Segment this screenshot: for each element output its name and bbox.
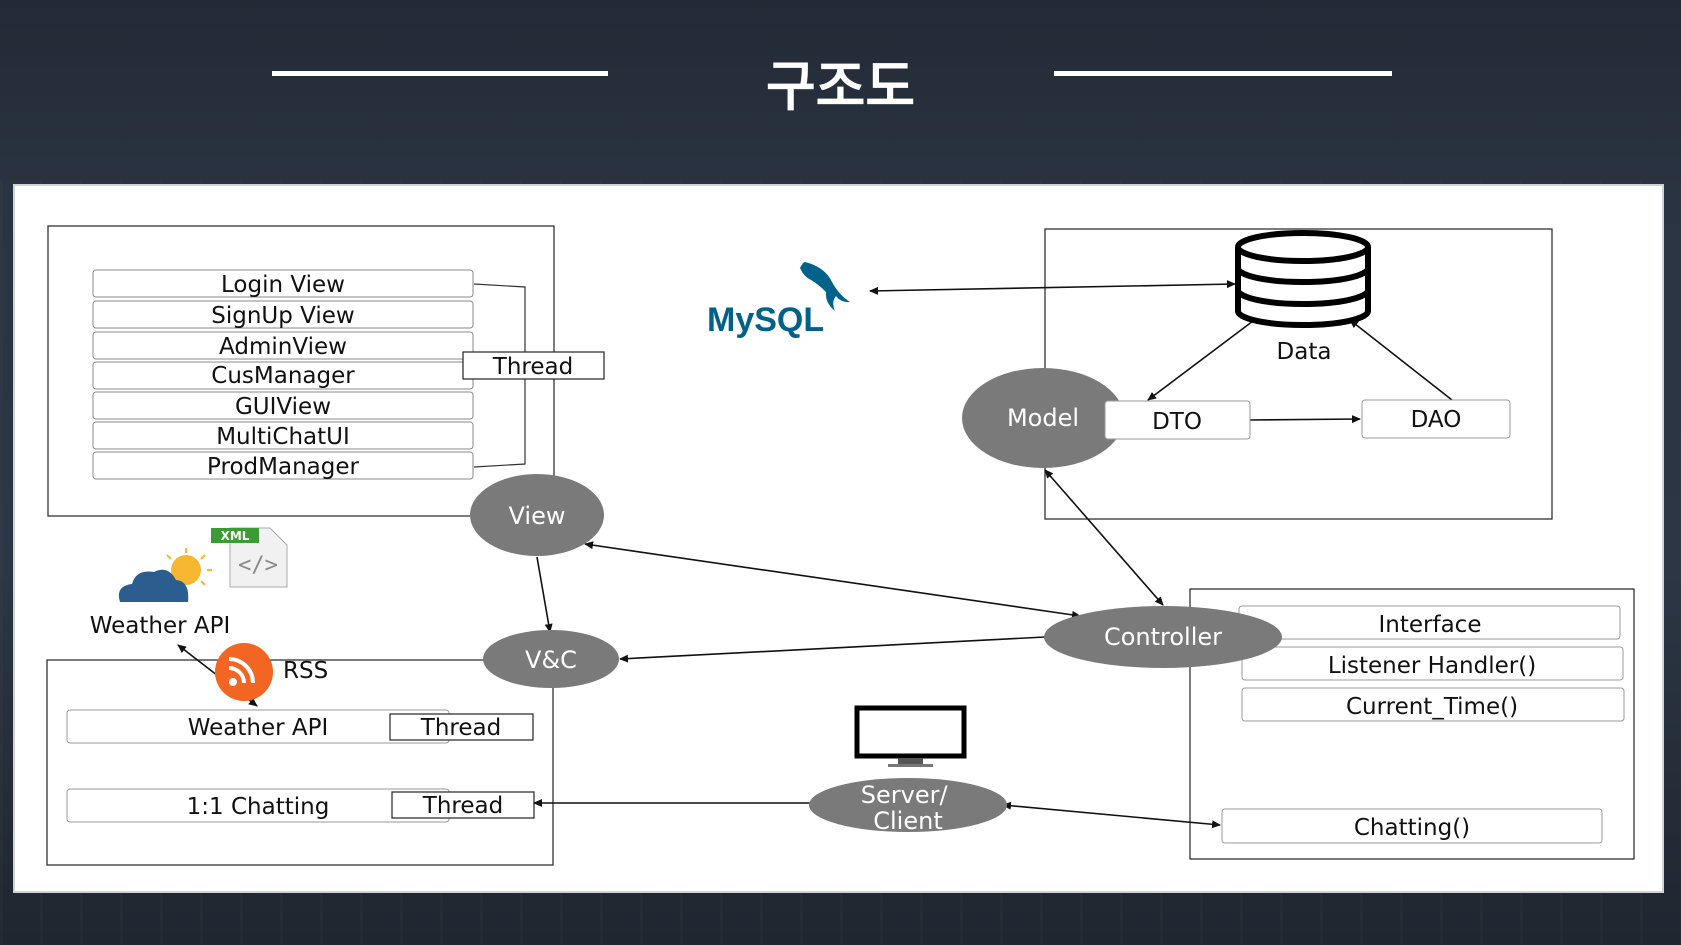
mysql-logo: MySQL [707,262,850,339]
dao-label: DAO [1411,407,1462,433]
vc-oval-label: V&C [525,646,577,674]
xml-badge-label: XML [221,529,250,543]
mysql-dolphin-icon [800,262,850,311]
weather-thread-label: Thread [420,715,501,741]
weather-cloud-sun-icon [118,548,212,602]
controller-vc-arrow [619,636,1046,663]
data-label: Data [1277,339,1332,365]
rss-icon [215,643,273,701]
view-item-prodmanager: ProdManager [207,454,359,480]
view-vc-arrow [536,556,553,633]
view-item-signup: SignUp View [211,303,355,329]
view-oval [470,474,604,556]
view-thread-box [462,351,605,380]
dao-box [1361,399,1511,439]
weather-api-label: Weather API [90,613,231,639]
view-thread-label: Thread [492,354,573,380]
connector-lines [177,280,1453,829]
xml-file-icon: XML </> [211,527,288,588]
mysql-data-arrow [869,280,1236,295]
page-title: 구조도 [765,55,916,118]
dto-label: DTO [1152,409,1202,435]
view-item-login: Login View [221,272,345,298]
dao-data-arrow [1349,319,1453,401]
server-client-line1: Server/ [861,781,949,809]
view-controller-arrow [584,541,1081,619]
view-item-cusmanager: CusManager [211,363,355,389]
rss-label: RSS [283,658,328,684]
view-item-box [92,451,474,480]
view-item-multichat: MultiChatUI [216,424,350,450]
view-oval-label: View [509,502,566,530]
view-item-guiview: GUIView [235,394,331,420]
view-item-box [92,421,474,450]
view-item-box [92,391,474,420]
weather-thread-box [389,713,534,741]
controller-oval [1044,606,1282,668]
title-rule-right [1054,71,1392,76]
controller-oval-label: Controller [1104,623,1222,651]
database-icon [1235,230,1371,328]
view-items: Login View SignUp View AdminView CusMana… [92,269,474,480]
ctrl-item-box [1241,646,1624,681]
server-client-label: Server/ Client [861,781,955,835]
server-chatting-arrow [1002,801,1221,829]
model-oval [962,368,1124,468]
dto-box [1104,400,1251,440]
view-item-box [92,300,474,329]
server-client-oval [809,778,1007,832]
chatting-row-label: 1:1 Chatting [187,794,330,820]
chatting-thread-label: Thread [422,793,503,819]
view-item-box [92,331,474,360]
title-rule-left [272,71,608,76]
monitor-icon [854,705,967,767]
view-item-box [92,269,474,298]
ctrl-chatting-label: Chatting() [1354,815,1470,841]
xml-code-glyph: </> [238,553,278,578]
view-item-admin: AdminView [219,334,347,360]
chatting-thread-box [391,791,535,819]
ctrl-chatting-box [1221,808,1603,844]
weather-row-label: Weather API [188,715,329,741]
ctrl-item-currenttime: Current_Time() [1346,694,1518,720]
ctrl-item-listener: Listener Handler() [1328,653,1536,679]
mysql-logo-text: MySQL [707,301,824,339]
model-oval-label: Model [1007,404,1079,432]
ctrl-item-interface: Interface [1379,612,1482,638]
server-client-line2: Client [873,807,942,835]
vc-oval [483,630,619,688]
ctrl-item-box [1241,687,1625,722]
data-dto-arrow [1147,317,1258,401]
model-controller-arrow [1044,469,1164,606]
vc-group-box [46,659,554,866]
dto-dao-arrow [1249,415,1361,424]
